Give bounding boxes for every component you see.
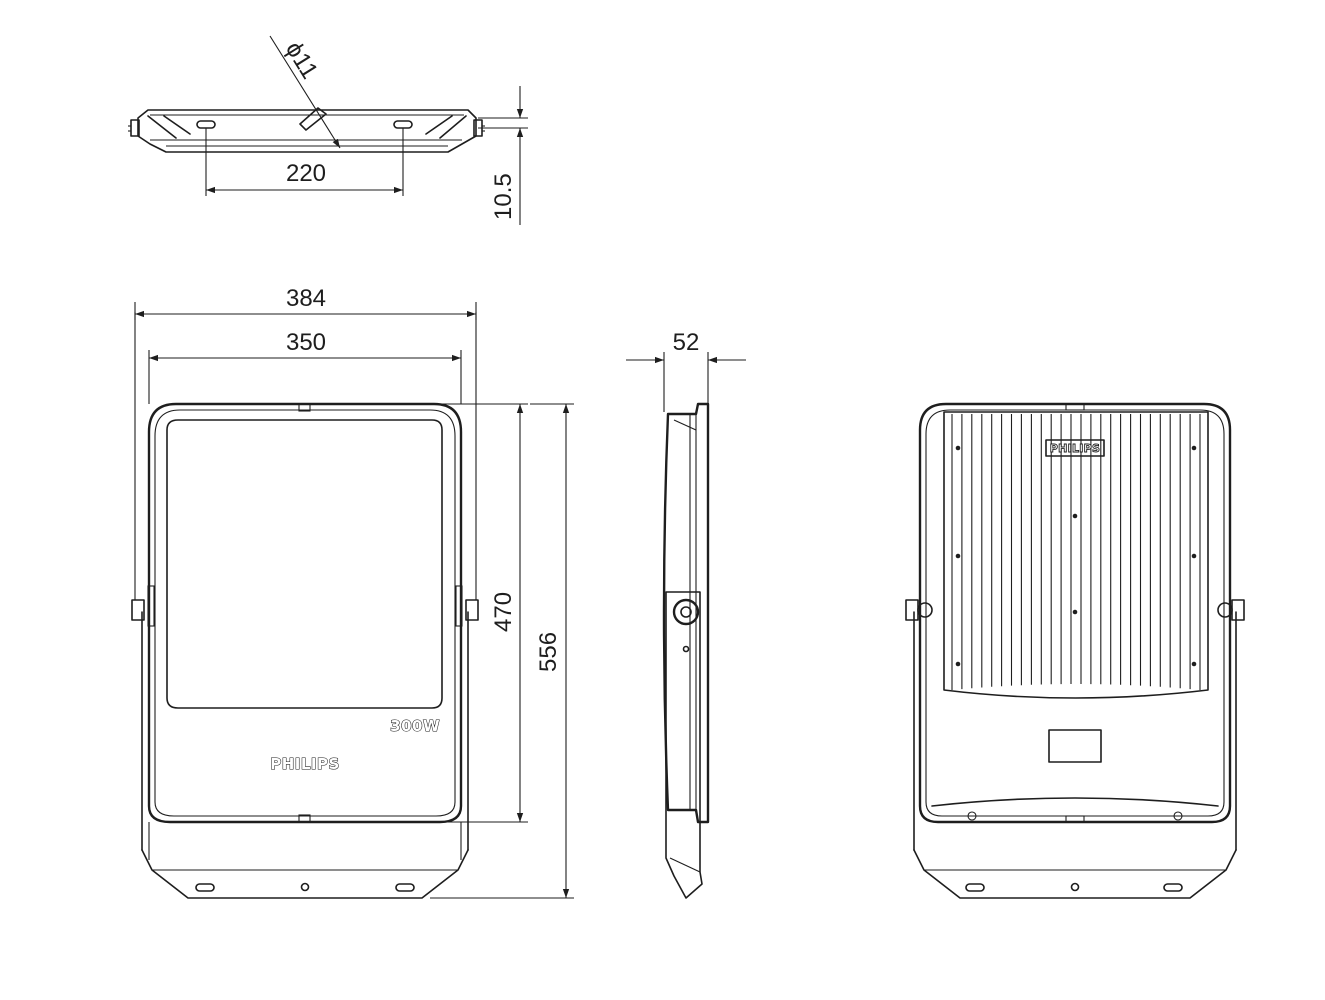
front-view: 300W PHILIPS 384 350 470 556 <box>131 285 574 899</box>
dim-hole-diameter: ϕ11 <box>280 37 323 84</box>
heatsink-fins <box>951 414 1201 690</box>
dim-body-height: 470 <box>490 592 517 632</box>
brand-logo-front: PHILIPS <box>270 755 340 773</box>
rear-view: PHILIPS <box>905 402 1245 899</box>
wattage-label: 300W <box>390 717 440 735</box>
top-view: ϕ11 220 10.5 <box>128 35 528 225</box>
dim-overall-width: 384 <box>286 285 326 312</box>
dim-overall-height: 556 <box>535 632 562 672</box>
dim-hole-spacing: 220 <box>286 160 326 187</box>
dim-bracket-thickness: 10.5 <box>490 173 517 220</box>
dim-body-width: 350 <box>286 329 326 356</box>
dim-depth: 52 <box>673 329 700 356</box>
brand-logo-back: PHILIPS <box>1050 442 1101 455</box>
side-view: 52 <box>626 329 746 899</box>
